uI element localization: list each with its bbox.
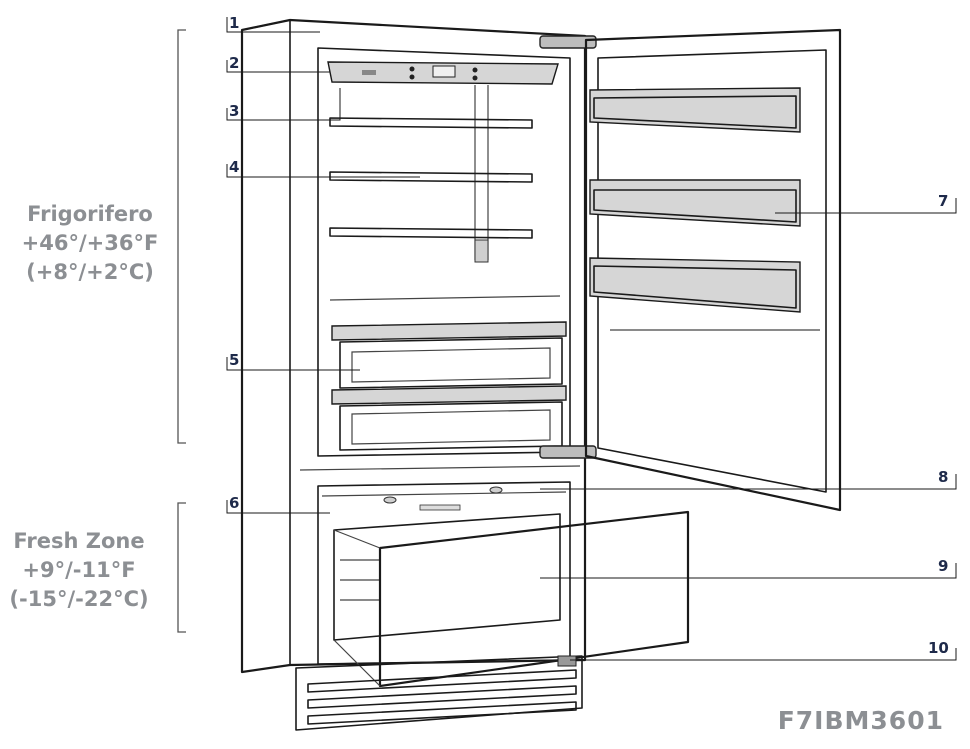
fresh-zone-label: Fresh Zone +9°/-11°F (-15°/-22°C)	[0, 527, 158, 614]
freezer-top	[321, 486, 567, 511]
fresh-zone-name: Fresh Zone	[13, 529, 145, 553]
callout-3: 3	[229, 102, 239, 120]
fridge-zone-bracket	[177, 29, 186, 444]
callout-2: 2	[229, 54, 239, 72]
model-number: F7IBM3601	[777, 706, 944, 735]
callout-numbers: 1 2 3 4 5 6 7 8 9 10	[229, 14, 949, 657]
callout-7: 7	[938, 192, 948, 210]
callout-6: 6	[229, 494, 239, 512]
fridge-zone-name: Frigorifero	[27, 202, 153, 226]
fresh-zone-bracket	[177, 502, 186, 633]
fridge-zone-temp-f: +46°/+36°F	[21, 231, 159, 255]
toe-kick-grille	[295, 655, 583, 731]
leader-lines	[226, 17, 957, 661]
control-panel	[327, 61, 559, 85]
freezer-drawer	[333, 510, 690, 688]
fridge-zone-temp-c: (+8°/+2°C)	[26, 260, 154, 284]
callout-1: 1	[229, 14, 239, 32]
callout-8: 8	[938, 468, 948, 486]
callout-5: 5	[229, 351, 239, 369]
callout-4: 4	[229, 158, 239, 176]
crisper-drawers	[331, 321, 567, 451]
callout-9: 9	[938, 557, 948, 575]
fresh-zone-temp-c: (-15°/-22°C)	[9, 587, 149, 611]
hinges	[539, 35, 597, 459]
fresh-zone-temp-f: +9°/-11°F	[22, 558, 136, 582]
callout-10: 10	[928, 639, 949, 657]
fridge-door	[584, 28, 842, 512]
fridge-zone-label: Frigorifero +46°/+36°F (+8°/+2°C)	[10, 200, 170, 287]
cabinet	[240, 18, 587, 674]
shelves	[329, 117, 533, 239]
